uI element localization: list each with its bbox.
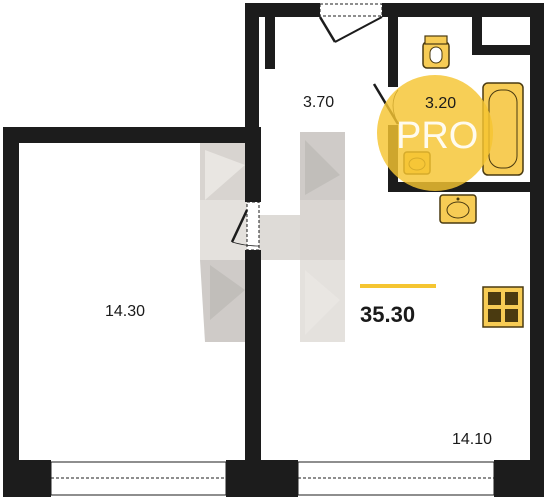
kitchen-sink-icon (439, 194, 477, 224)
total-area: 35.30 (360, 302, 415, 327)
stove-icon (482, 286, 524, 328)
total-area-accent-bar (360, 284, 436, 288)
room-area-hall: 3.70 (303, 94, 334, 111)
bedroom-door (230, 201, 260, 251)
pro-watermark: PRO (377, 75, 493, 191)
window-icon (50, 461, 495, 496)
room-area-bathroom: 3.20 (425, 95, 456, 112)
walls (3, 3, 544, 497)
pro-watermark-text: PRO (396, 115, 478, 157)
toilet-icon (422, 35, 450, 69)
watermark-logo-icon (200, 132, 345, 342)
room-area-bedroom: 14.30 (105, 303, 145, 320)
entrance-door (318, 3, 383, 43)
room-area-kitchen-living: 14.10 (452, 431, 492, 448)
bathtub-icon (482, 82, 524, 176)
